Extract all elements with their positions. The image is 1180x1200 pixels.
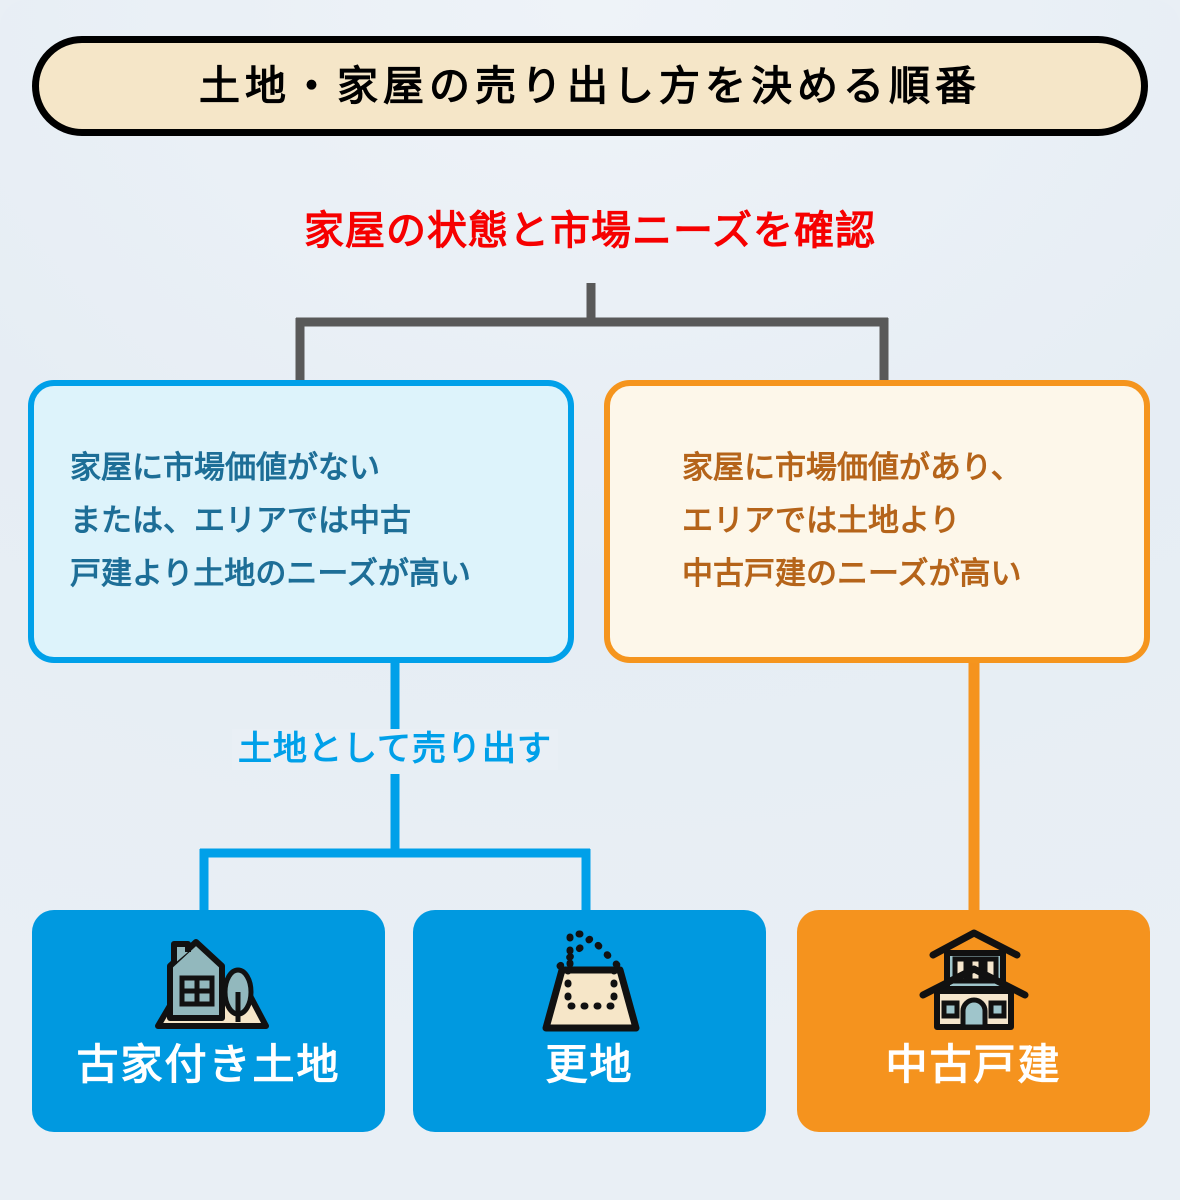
result-card-label: 古家付き土地 [76,1040,341,1089]
result-card-chuko-kodate[interactable]: 中古戸建 [797,910,1150,1132]
condition-line: 家屋に市場価値がない [70,449,380,486]
two-story-house-icon [911,926,1037,1038]
decision-heading: 家屋の状態と市場ニーズを確認 [304,208,876,254]
page-title: 土地・家屋の売り出し方を決める順番 [199,61,981,110]
condition-box-house[interactable]: 家屋に市場価値があり、 エリアでは土地より 中古戸建のニーズが高い [604,380,1150,663]
result-card-sarachi[interactable]: 更地 [413,910,766,1132]
condition-line: または、エリアでは中古 [70,502,411,539]
condition-line: エリアでは土地より [682,502,961,539]
condition-box-land[interactable]: 家屋に市場価値がない または、エリアでは中古 戸建より土地のニーズが高い [28,380,574,663]
condition-line: 家屋に市場価値があり、 [682,449,1022,486]
condition-line: 中古戸建のニーズが高い [682,556,1022,593]
title-banner: 土地・家屋の売り出し方を決める順番 [32,36,1148,136]
branch-label-sell-as-land: 土地として売り出す [200,729,590,770]
condition-line: 戸建より土地のニーズが高い [70,556,471,593]
result-card-label: 中古戸建 [885,1040,1062,1089]
old-house-on-land-icon [144,926,274,1038]
top-connector [295,283,889,382]
vacant-land-icon [530,926,650,1038]
left-branch-connector [199,663,591,912]
result-card-label: 更地 [545,1040,634,1089]
result-card-furuya-tsuki-tochi[interactable]: 古家付き土地 [32,910,385,1132]
branch-label-text: 土地として売り出す [232,729,558,770]
